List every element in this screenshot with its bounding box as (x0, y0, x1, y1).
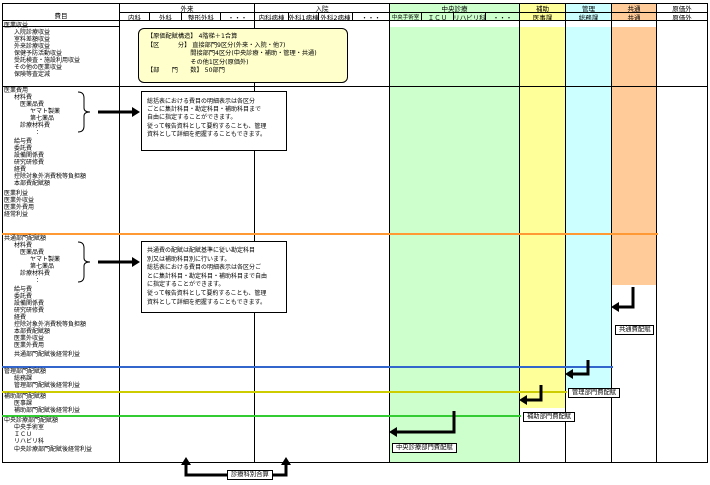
row-label: 共通部門配賦後経常利益 (14, 351, 81, 358)
note-box-2: 共通費の配賦は配賦基準に従い勘定科目 別又は補助科目別に行います。 総括表におけ… (141, 241, 287, 313)
row-label: 医業利益 (4, 190, 29, 197)
row-label: 共通部門配賦額 (4, 235, 47, 242)
col-line (119, 20, 120, 463)
row-label: 材料費 (14, 242, 33, 249)
admin-alloc-label: 管理部門費配賦 (568, 388, 621, 398)
note-box-1: 総括表における費目の明細表示は各区分 ごとに集計科目・勘定科目・補助科目まで 自… (141, 91, 287, 151)
info-line-1: 【原価配賦構造】 4階梯＋1合算 (147, 33, 238, 40)
row-label: 医業外収益 (4, 197, 35, 204)
row-label: 外来診療収益 (14, 43, 51, 50)
row-label: 給与費 (14, 138, 33, 145)
row-label: 控除対象外消費税等負担額 (14, 321, 87, 328)
common-alloc-label: 共通費配賦 (615, 325, 655, 335)
row-label: リハビリ科 (14, 438, 45, 445)
row-label: ： (36, 129, 43, 136)
note2-line: 別又は補助科目別に行います。 (147, 255, 231, 263)
row-label: 委託費 (14, 293, 33, 300)
row-label: 本部費配賦額 (14, 180, 51, 187)
row-label: 研究研修費 (14, 159, 45, 166)
row-label: 診療材料費 (20, 122, 51, 129)
row-label: ： (36, 277, 43, 284)
row-label: 設備関係費 (14, 152, 45, 159)
row-label: 補助部門配賦後経常利益 (14, 407, 81, 414)
row-label: 医業外費用 (14, 342, 45, 349)
row-label: ＩＣＵ (14, 431, 33, 438)
row-label: 本部費配賦額 (14, 328, 51, 335)
info-line-2: 【区 分】 直接部門9区分(外来・入院・他7) (147, 41, 286, 49)
row-label: 医業収益 (4, 22, 29, 29)
row-label: 医薬品費 (20, 249, 45, 256)
note1-line: 資料として詳細を把握することもできます。 (147, 130, 266, 138)
row-label: 第七薬品 (30, 115, 55, 122)
note2-line: とに集計科目・勘定科目・補助科目まで自由 (147, 272, 268, 280)
row-label: 保険等査定減 (14, 71, 51, 78)
row-label: 経常利益 (4, 211, 29, 218)
table-frame (2, 20, 708, 463)
row-label: 中央診療部門配賦額 (4, 417, 59, 424)
info-line-4: その他1区分(原価外) (147, 58, 249, 66)
row-label: 控除対象外消費税等負担額 (14, 173, 87, 180)
row-label: その他の医業収益 (14, 64, 63, 71)
central-section-line (2, 415, 521, 417)
info-line-5: 【部 門 数】 50部門 (147, 67, 225, 75)
row-label: 委託費 (14, 145, 33, 152)
row-label: 第七薬品 (30, 263, 55, 270)
row-label: 医業費用 (4, 87, 29, 94)
row-label: 医業外費用 (4, 204, 35, 211)
admin-fill (565, 27, 611, 390)
col-line (565, 20, 566, 463)
central-alloc-label: 中央診療部門費配賦 (392, 443, 457, 453)
row-label: 給与費 (14, 286, 33, 293)
brace-arrow-1 (77, 91, 140, 133)
central-fill (389, 27, 519, 463)
support-alloc-label: 補助部門費配賦 (523, 412, 576, 422)
common-section-line (2, 233, 658, 235)
info-line-3: 間接部門4区分(中央診療・補助・管理・共通) (147, 50, 317, 58)
col-line (611, 20, 612, 463)
info-box: 【原価配賦構造】 4階梯＋1合算 【区 分】 直接部門9区分(外来・入院・他7)… (138, 28, 348, 83)
row-label: 入院診療収益 (14, 29, 51, 36)
note1-line: 自由に指定することができます。 (147, 114, 237, 122)
row-label: 室料差額収益 (14, 36, 51, 43)
row-label: 管理部門配賦額 (4, 368, 47, 375)
note2-line: 共通費の配賦は配賦基準に従い勘定科目 (147, 247, 256, 254)
support-section-line (2, 391, 567, 393)
note2-line: 従って報告資料として要約することも、管理 (147, 289, 267, 297)
section-line (2, 86, 708, 87)
row-label: 診療材料費 (20, 270, 51, 277)
row-label: 総務課 (14, 375, 33, 382)
row-label: 受託検査・施設利用収益 (14, 57, 81, 64)
note2-line: 総括表における費目の明細表示は各区分ご (147, 264, 262, 272)
row-label: 医業外収益 (14, 335, 45, 342)
row-label: 中央診療部門配賦後経常利益 (14, 446, 93, 453)
row-label: 管理部門配賦後経常利益 (14, 382, 81, 389)
dept-total-label: 診療科別合算 (227, 470, 273, 480)
col-line (519, 20, 520, 463)
row-label: 材料費 (14, 94, 33, 101)
note1-line: 従って報告資料として要約することも、管理 (147, 122, 267, 130)
row-label: ヤマト製薬 (30, 256, 61, 263)
note2-line: に指定することができます。 (147, 281, 225, 289)
row-label: 経費 (14, 314, 27, 321)
common-fill (611, 27, 656, 285)
row-label: 医薬品費 (20, 101, 45, 108)
admin-section-line (2, 366, 613, 368)
row-label: 保健予防活動収益 (14, 50, 63, 57)
col-line (656, 20, 657, 463)
col-line (389, 20, 390, 463)
row-label: 設備関係費 (14, 300, 45, 307)
note1-line: 総括表における費目の明細表示は各区分 (147, 98, 256, 105)
row-label: 経費 (14, 166, 27, 173)
row-label: ヤマト製薬 (30, 108, 61, 115)
row-label: 中央手術室 (14, 424, 45, 431)
note1-line: ごとに集計科目・勘定科目・補助科目まで (147, 106, 262, 114)
row-label: 補助部門配賦額 (4, 393, 47, 400)
note2-line: 資料として詳細を把握することもできます。 (147, 298, 266, 306)
support-fill (519, 27, 565, 408)
row-label: 医事課 (14, 400, 33, 407)
brace-arrow-2 (77, 241, 140, 283)
row-label: 研究研修費 (14, 307, 45, 314)
